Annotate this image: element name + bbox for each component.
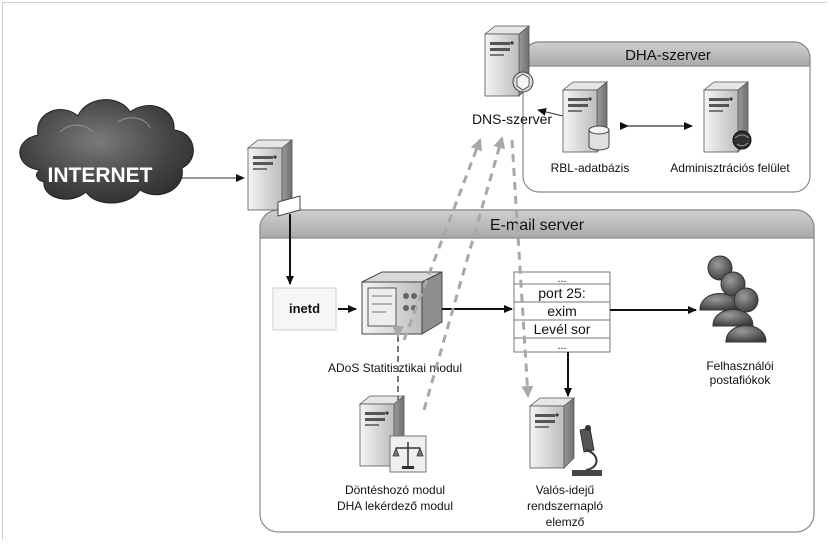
dns-server-label: DNS-szerver: [472, 111, 552, 127]
rbl-database-icon: [562, 81, 610, 153]
port-list-port: port 25:: [538, 285, 585, 301]
ados-dns-dashed-arrow: [422, 136, 506, 411]
inetd-label: inetd: [289, 301, 320, 316]
decision-module-icon: [359, 395, 427, 473]
log-analyzer-icon: [529, 397, 602, 476]
log-analyzer-label-line2: rendszernapló: [527, 499, 603, 513]
log-analyzer-label-line1: Valós-idejű: [536, 483, 595, 497]
admin-interface-icon: [703, 81, 752, 153]
admin-interface-label: Adminisztrációs felület: [670, 161, 790, 175]
ados-up-dashed-arrow: [402, 138, 483, 341]
log-analyzer-label-line3: elemző: [546, 515, 585, 529]
internet-label: INTERNET: [48, 164, 153, 187]
internet-cloud-icon: [19, 99, 194, 204]
port-list: [513, 271, 611, 353]
users-group-icon: [699, 255, 767, 343]
mailboxes-label-line1: Felhasználói: [706, 359, 773, 373]
port-list-queue: Levél sor: [534, 321, 591, 337]
dns-rbl-link: [537, 107, 564, 117]
dha-server-panel: [522, 41, 811, 193]
inetd-box: [272, 287, 337, 331]
ados-module-label: ADoS Statitisztikai modul: [328, 361, 462, 375]
dha-server-label: DHA-szerver: [625, 47, 711, 64]
port-list-dots-bottom: ...: [557, 340, 566, 352]
mailboxes-label-line2: postafiókok: [710, 373, 772, 387]
rbl-database-label: RBL-adatbázis: [551, 161, 630, 175]
decision-module-label-line2: DHA lekérdező modul: [337, 499, 453, 513]
dns-analyzer-dashed-arrow: [510, 139, 534, 398]
decision-module-label-line1: Döntéshozó modul: [345, 483, 445, 497]
gateway-server-icon: [247, 139, 301, 217]
port-list-dots-top: ...: [557, 273, 566, 285]
ados-module-icon: [361, 271, 443, 335]
email-server-label: E-mail server: [490, 217, 585, 234]
port-list-exim: exim: [547, 303, 577, 319]
dns-server-icon: [484, 25, 534, 97]
